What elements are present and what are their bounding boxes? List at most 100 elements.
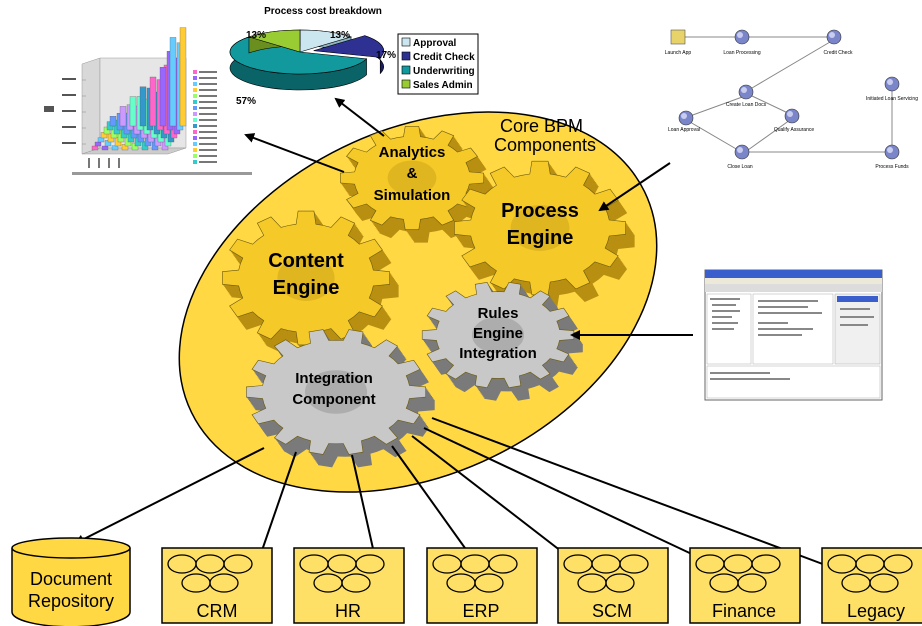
finance-box [689,547,801,624]
integration-gear-label: Integration Component [292,370,375,408]
box-label-legacy: Legacy [847,601,905,621]
bar-legend-swatch [193,136,197,140]
bar-legend-swatch [193,100,197,104]
bar-legend-swatch [193,88,197,92]
rules-app-screenshot [704,269,883,401]
bar-legend-text [199,125,217,127]
integration-gear-icon [246,329,435,468]
erp-box [426,547,538,624]
module-circle [488,554,518,574]
content-gear-label: Content Engine [268,250,344,299]
box-label-scm: SCM [592,601,632,621]
workflow-node-icon [784,108,800,124]
bar-legend-swatch [193,70,197,74]
core-bpm-title-line1: Core BPM [500,116,583,136]
workflow-node-icon [670,29,686,45]
workflow-diagram: Launch App Loan Processing Credit Check … [665,29,918,170]
process-gear-label: Process Engine [501,200,579,249]
bar-chart-bar [159,67,167,127]
legend-label-sales-admin: Sales Admin [413,80,473,91]
system-boxes [161,547,922,624]
connector-hr [351,454,377,563]
bar-legend-swatch [193,142,197,146]
repository-label-line2: Repository [28,591,114,611]
bar-legend-swatch [193,82,197,86]
analytics-gear-icon [340,126,493,243]
pie-slices [229,29,384,91]
bar-chart-legend [193,70,217,164]
module-circle [223,554,253,574]
analytics-label-line2: & [407,165,418,182]
workflow-nodes [670,29,900,160]
legend-swatch-sales-admin [401,79,411,89]
bar-legend-text [199,155,217,157]
bar-chart-bar [139,86,147,127]
arrow-to-pie-chart [334,97,385,137]
workflow-node-icon [884,76,900,92]
pie-legend: Approval Credit Check Underwriting Sales… [397,33,479,95]
bar-legend-swatch [193,118,197,122]
bar-legend-text [199,101,217,103]
crm-box [161,547,273,624]
integration-label-line1: Integration [295,370,373,387]
content-label-line1: Content [268,250,344,272]
workflow-node-icon [678,110,694,126]
pie-chart: Process cost breakdown 13% 17% 57% 13% A… [229,6,479,107]
rules-label-line1: Rules [478,305,519,322]
workflow-node-icon [734,144,750,160]
bar-chart-bar [109,116,117,127]
pie-title: Process cost breakdown [264,6,382,17]
content-gear-icon [222,210,399,358]
workflow-node-icon [734,29,750,45]
bar-legend-text [199,83,217,85]
legend-swatch-approval [401,37,411,47]
bar-chart-bar [169,37,177,127]
wf-label-credit-check: Credit Check [824,50,853,56]
wf-label-initiated-servicing: Initiated Loan Servicing [866,96,918,102]
integration-label-line2: Component [292,391,375,408]
document-repository: Document Repository [11,537,131,626]
module-circle [751,554,781,574]
bar-chart-bar [111,145,119,151]
legend-swatch-credit-check [401,51,411,61]
bar-chart-bar [149,76,157,127]
wf-label-process-funds: Process Funds [875,164,909,170]
bar-legend-text [199,119,217,121]
bar-legend-text [199,161,217,163]
bar-chart-bar [119,106,127,127]
rules-gear-icon [421,281,583,401]
pie-pct-approval: 13% [330,30,350,41]
wf-label-loan-processing: Loan Processing [723,50,760,56]
bar-legend-text [199,131,217,133]
bar-chart-bar [129,96,137,127]
module-circle [355,554,385,574]
legend-swatch-underwriting [401,65,411,75]
module-circle [209,573,239,593]
workflow-node-icon [884,144,900,160]
module-circle [737,573,767,593]
wf-label-qualify-assurance: Qualify Assurance [774,127,815,133]
core-bpm-title-line2: Components [494,135,596,155]
pie-slice-sales-admin [247,29,301,54]
bar-chart-bar [97,137,105,143]
bar-chart-thumbnail [42,27,252,175]
gears-layer [222,126,635,468]
wf-label-close-loan: Close Loan [727,164,753,170]
connector-repository [74,447,265,544]
bar-chart-tick-marks [44,78,76,144]
module-circle [619,554,649,574]
bar-chart-bar [101,145,109,151]
process-label-line1: Process [501,200,579,222]
legend-label-credit-check: Credit Check [413,52,475,63]
bar-legend-swatch [193,94,197,98]
repository-label-line1: Document [30,569,112,589]
legend-label-underwriting: Underwriting [413,66,475,77]
pie-slice-credit-check [313,35,384,75]
box-label-erp: ERP [462,601,499,621]
bar-chart-bar [94,141,102,147]
process-gear-icon [454,160,635,308]
bar-legend-swatch [193,76,197,80]
rules-label-line2: Engine [473,325,523,342]
bar-legend-swatch [193,112,197,116]
scm-box [557,547,669,624]
